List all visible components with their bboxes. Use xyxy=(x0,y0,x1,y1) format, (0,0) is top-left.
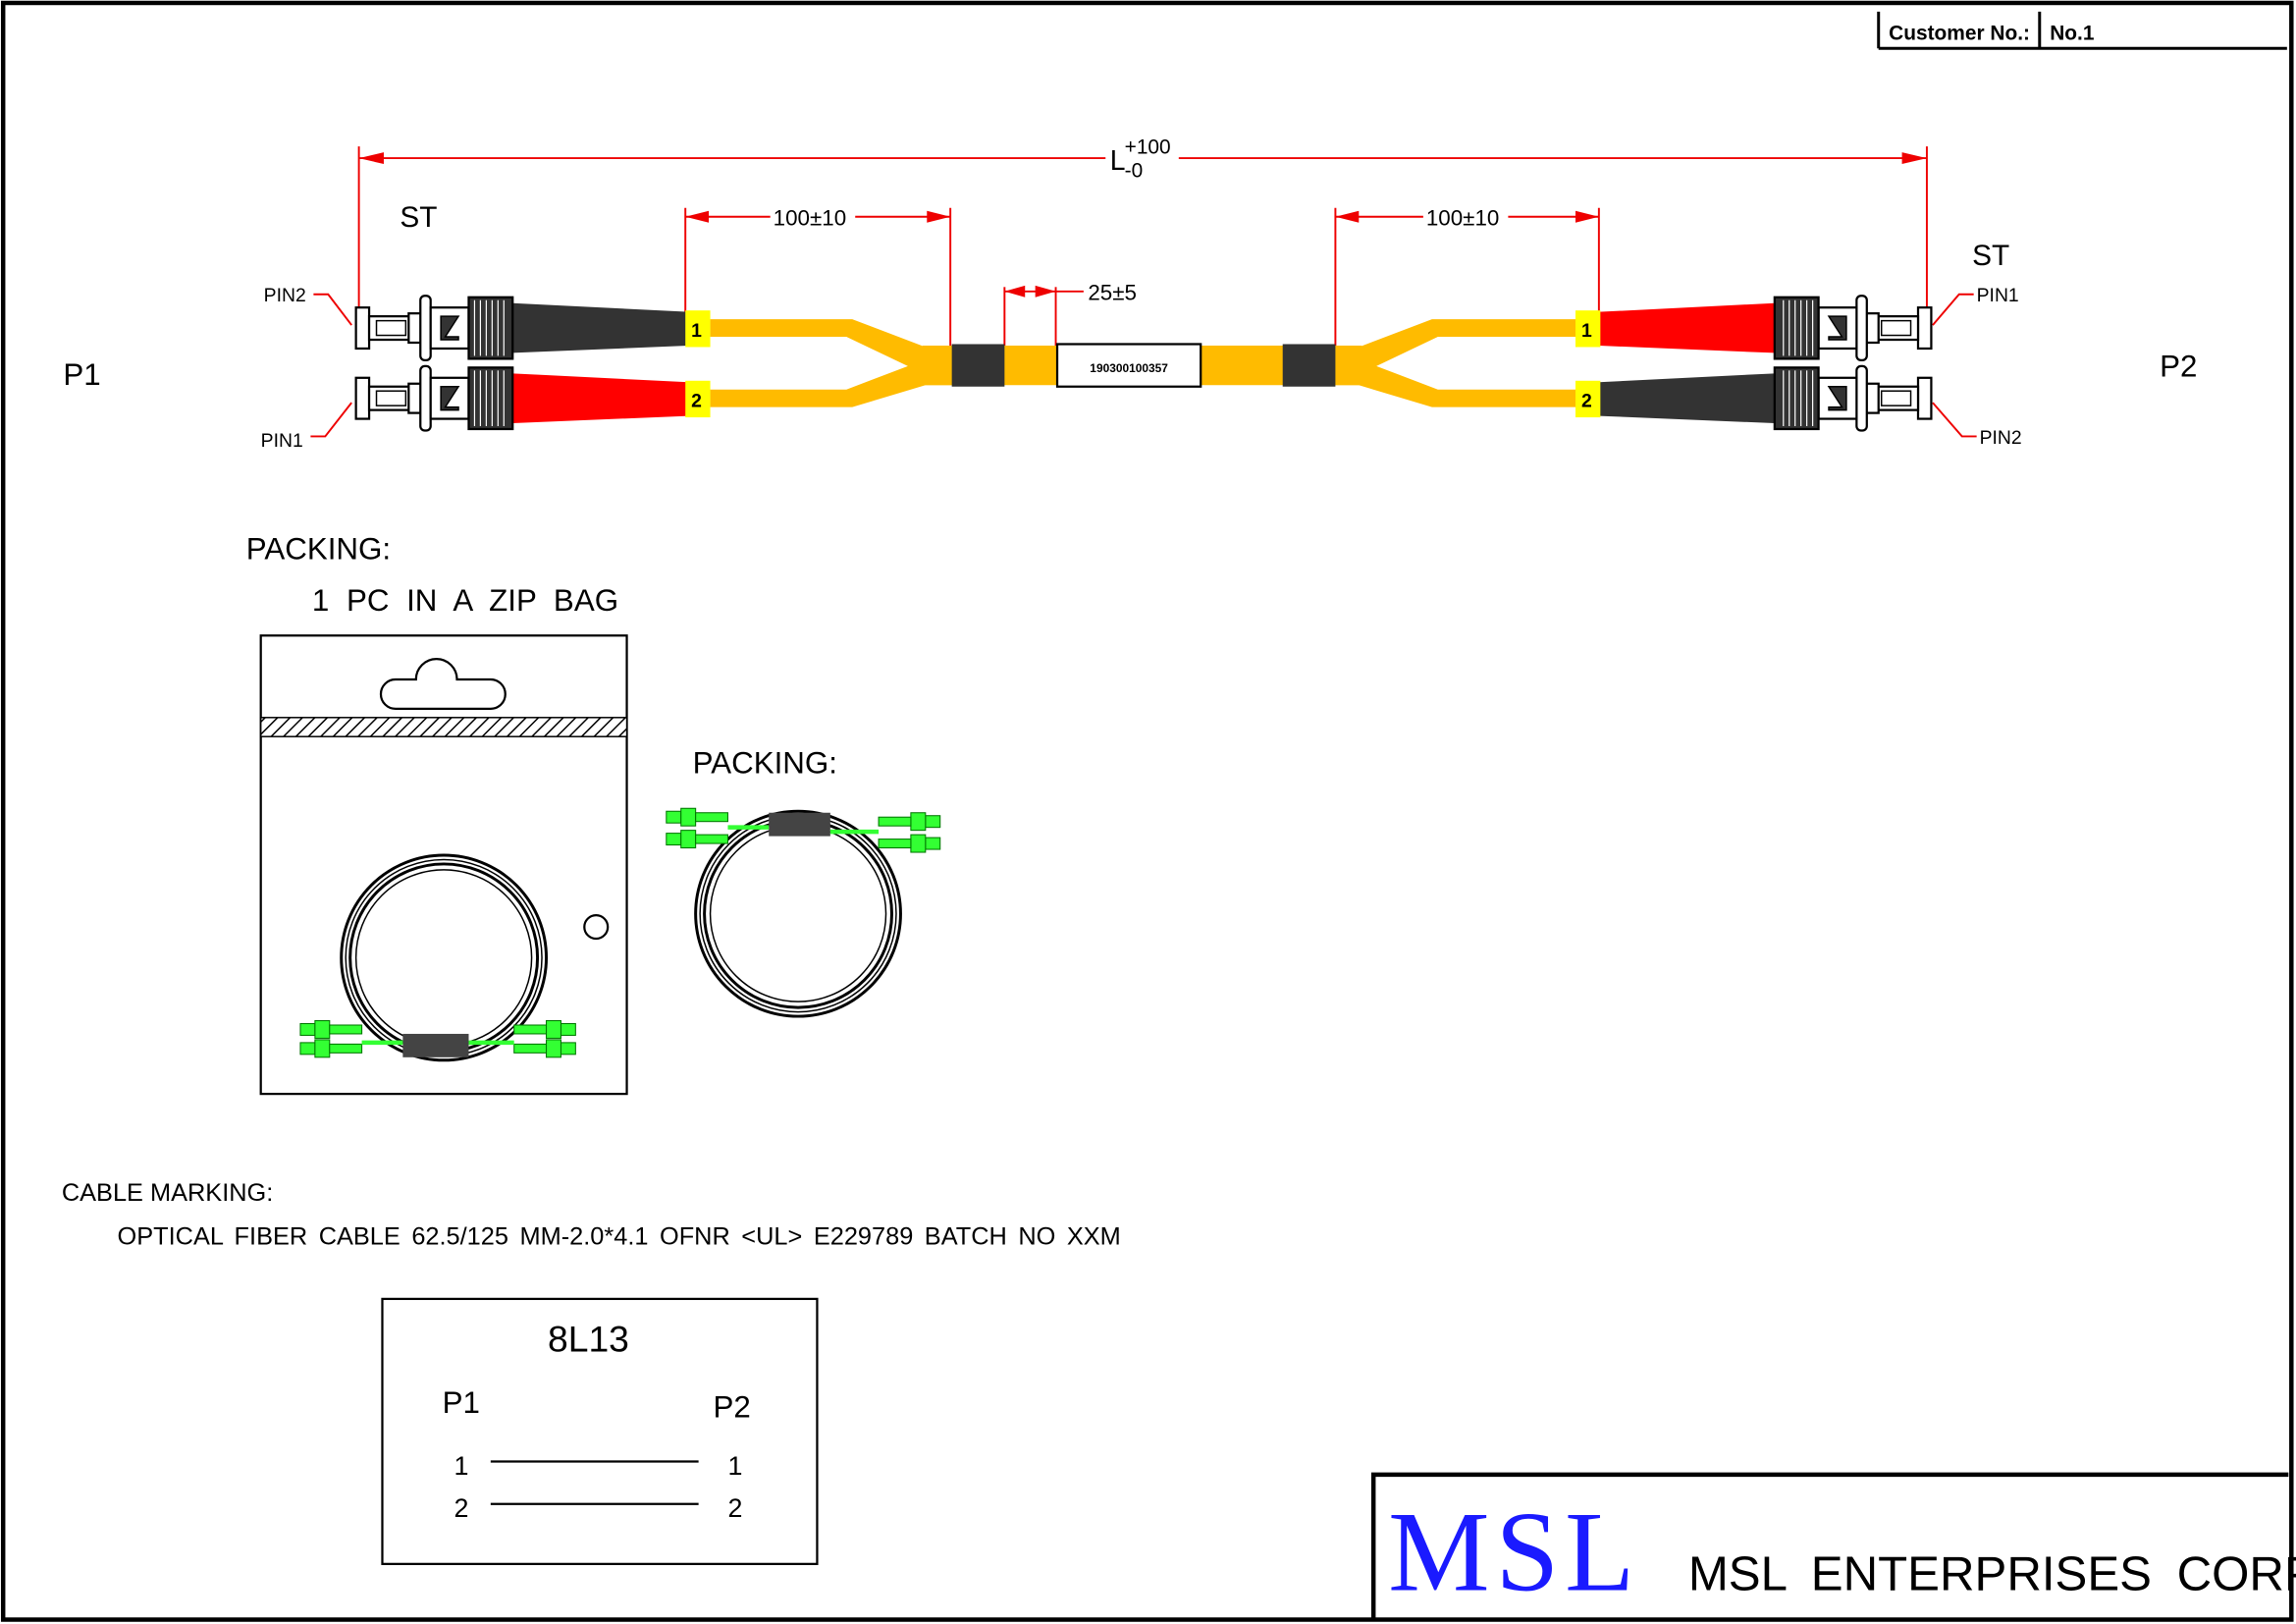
leg-label-left-top xyxy=(685,310,711,348)
pin-left-top: PIN2 xyxy=(264,285,306,306)
right-bottom-boot xyxy=(1598,373,1775,424)
customer-title-block: Customer No.: No.1 xyxy=(1877,11,2287,50)
st-connector-right-top xyxy=(1773,295,1933,362)
leg-label-right-bottom xyxy=(1575,380,1601,418)
label-offset-dimension: 25±5 xyxy=(1003,281,1137,346)
st-connector-right-bottom xyxy=(1773,364,1933,432)
length-tolerance-plus: +100 xyxy=(1125,136,1171,159)
breakout-right-label: 100±10 xyxy=(1426,206,1499,231)
cable-marking-text: OPTICAL FIBER CABLE 62.5/125 MM-2.0*4.1 … xyxy=(118,1223,1121,1251)
pinout-row-left: 2 xyxy=(454,1493,469,1523)
customer-value: No.1 xyxy=(2050,22,2095,44)
pinout-code: 8L13 xyxy=(548,1319,629,1360)
cable-id-text: 190300100357 xyxy=(1090,361,1168,375)
left-bottom-boot xyxy=(512,373,689,424)
pinout-row-right: 2 xyxy=(727,1493,742,1523)
pinout-table: 8L13 P1 P2 1 1 2 2 xyxy=(381,1297,819,1565)
fiber-left-legs xyxy=(710,319,952,407)
label-offset-text: 25±5 xyxy=(1088,281,1137,305)
leg-number-right-bottom: 2 xyxy=(1581,391,1592,412)
end-p2-label: P2 xyxy=(2160,349,2197,383)
fiber-cable-assembly: 190300100357 1 2 1 2 xyxy=(354,295,1933,432)
packing-description: 1 PC IN A ZIP BAG xyxy=(312,583,618,618)
leg-number-left-bottom: 2 xyxy=(691,391,702,412)
right-split-sleeve xyxy=(1282,344,1336,387)
company-title-block: MSL MSL ENTERPRISES CORP. xyxy=(1370,1472,2296,1620)
st-connector-left-bottom xyxy=(354,364,514,432)
zip-bag-illustration xyxy=(259,634,628,1096)
pin-left-bottom: PIN1 xyxy=(261,430,303,452)
right-top-boot xyxy=(1598,302,1775,353)
pinout-left-header: P1 xyxy=(443,1385,480,1420)
packing-title-2: PACKING: xyxy=(693,745,837,780)
length-tolerance-minus: -0 xyxy=(1125,159,1144,182)
pinout-right-header: P2 xyxy=(714,1390,751,1425)
cable-id-label xyxy=(1055,343,1202,388)
overall-length-dimension: L +100 -0 xyxy=(357,136,1928,332)
pinout-row-left: 1 xyxy=(454,1451,469,1481)
end-p1-label: P1 xyxy=(63,357,100,392)
left-top-boot xyxy=(512,302,689,353)
left-split-sleeve xyxy=(951,344,1005,387)
pin-right-top: PIN1 xyxy=(1977,285,2019,306)
pin-right-bottom: PIN2 xyxy=(1980,427,2022,449)
customer-label: Customer No.: xyxy=(1889,22,2030,44)
right-connector-type: ST xyxy=(1972,240,2009,272)
breakout-right-dimension: 100±10 xyxy=(1334,206,1600,348)
company-name: MSL ENTERPRISES CORP. xyxy=(1688,1547,2296,1601)
st-connector-left-top xyxy=(354,295,514,362)
pin-callouts: PIN2 PIN1 PIN1 PIN2 xyxy=(261,285,2022,452)
cable-marking-title: CABLE MARKING: xyxy=(62,1179,273,1207)
packing-title-1: PACKING: xyxy=(246,532,391,567)
length-symbol: L xyxy=(1110,145,1126,177)
cable-coil-illustration xyxy=(666,807,941,1018)
breakout-left-dimension: 100±10 xyxy=(684,206,952,348)
leg-label-left-bottom xyxy=(685,380,711,418)
pinout-row-right: 1 xyxy=(727,1451,742,1481)
breakout-left-label: 100±10 xyxy=(774,206,846,231)
leg-number-right-top: 1 xyxy=(1581,320,1592,342)
company-logo: MSL xyxy=(1388,1489,1640,1616)
leg-number-left-top: 1 xyxy=(691,320,702,342)
leg-label-right-top xyxy=(1575,310,1601,348)
fiber-right-legs xyxy=(1335,319,1575,407)
left-connector-type: ST xyxy=(400,201,437,234)
